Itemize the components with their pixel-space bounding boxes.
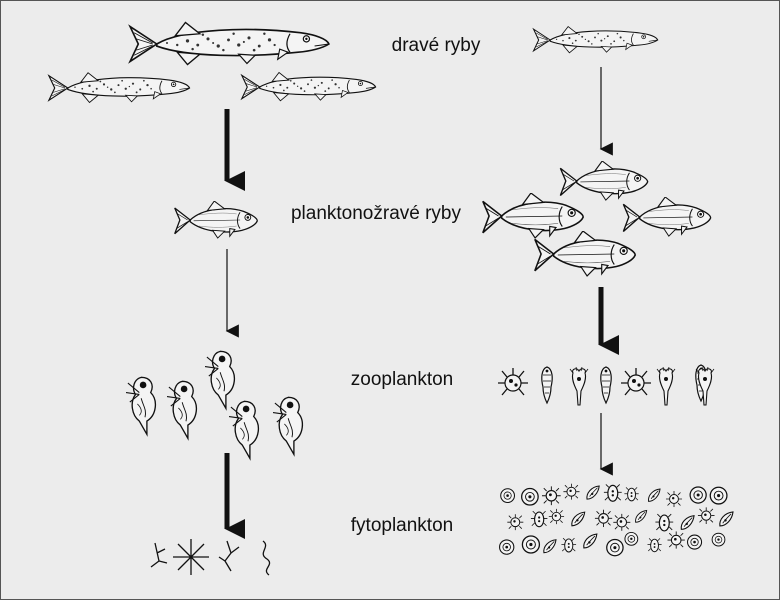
daphnia-icon (126, 376, 157, 436)
phytoplankton-cell-icon (687, 534, 703, 550)
phytoplankton-cell-icon (647, 537, 663, 553)
pike-fish-icon (48, 72, 191, 104)
phytoplankton-cell-icon (548, 508, 565, 525)
phytoplankton-cell-icon (697, 507, 715, 524)
left-phytoplankton-group (150, 539, 271, 576)
roach-fish-icon (534, 231, 636, 277)
phytoplankton-cell-icon (583, 533, 598, 549)
phytoplankton-cell-icon (624, 531, 639, 546)
phytoplankton-cell-icon (530, 510, 548, 528)
right-phytoplankton-group (499, 483, 734, 557)
phytoplankton-cell-icon (507, 514, 524, 531)
phytoplankton-cell-icon (594, 509, 613, 528)
phytoplankton-cell-icon (647, 488, 661, 502)
phytoplankton-cell-icon (654, 513, 674, 532)
roach-fish-icon (559, 161, 649, 201)
copepod-icon (541, 366, 553, 404)
left-zooplankton-group (126, 350, 304, 460)
pike-fish-icon (533, 26, 659, 54)
phytoplankton-cell-icon (680, 515, 695, 530)
right-zooplankton-group (498, 364, 715, 406)
daphnia-icon (205, 350, 236, 410)
copepod-icon (600, 366, 612, 404)
phytoplankton-cell-icon (543, 539, 557, 554)
zooplankton-bushy-icon (621, 367, 651, 396)
phytoplankton-cell-icon (623, 486, 640, 502)
phytoplankton-cell-icon (218, 540, 240, 572)
phytoplankton-cell-icon (500, 488, 516, 504)
level-label-zooplankton: zooplankton (350, 369, 454, 390)
phytoplankton-cell-icon (150, 542, 168, 568)
phytoplankton-cell-icon (606, 538, 624, 557)
phytoplankton-cell-icon (586, 485, 600, 500)
phytoplankton-cell-icon (635, 509, 648, 523)
phytoplankton-cell-icon (499, 539, 515, 555)
phytoplankton-cell-icon (571, 511, 586, 527)
daphnia-icon (229, 400, 260, 460)
phytoplankton-cell-icon (541, 486, 561, 506)
roach-fish-icon (482, 193, 584, 239)
right-planktivorous-fish-group (482, 161, 712, 277)
phytoplankton-cell-icon (667, 531, 685, 549)
daphnia-icon (167, 380, 198, 440)
rotifer-icon (569, 367, 589, 406)
phytoplankton-cell-icon (709, 486, 728, 505)
left-predatory-fish-group (48, 21, 377, 104)
phytoplankton-cell-icon (689, 486, 707, 504)
level-label-phytoplankton: fytoplankton (350, 515, 454, 536)
phytoplankton-cell-icon (719, 511, 734, 527)
zooplankton-bushy-icon (498, 367, 528, 396)
phytoplankton-cell-icon (711, 532, 726, 547)
rotifer-icon (656, 367, 676, 406)
daphnia-icon (273, 396, 304, 456)
pike-fish-icon (129, 21, 330, 66)
phytoplankton-cell-icon (521, 535, 541, 554)
phytoplankton-cell-icon (563, 483, 580, 500)
phytoplankton-cell-icon (560, 537, 577, 553)
phytoplankton-cell-icon (603, 483, 623, 502)
roach-fish-icon (622, 197, 712, 237)
phytoplankton-cell-icon (665, 490, 683, 508)
level-label-predatory-fish: dravé ryby (391, 35, 481, 56)
roach-fish-icon (174, 201, 258, 239)
phytoplankton-cell-icon (173, 539, 209, 575)
phytoplankton-cell-icon (262, 540, 271, 576)
phytoplankton-cell-icon (613, 513, 631, 531)
pike-fish-icon (241, 71, 377, 102)
level-label-planktivorous-fish: planktonožravé ryby (290, 203, 462, 224)
phytoplankton-cell-icon (521, 487, 539, 506)
